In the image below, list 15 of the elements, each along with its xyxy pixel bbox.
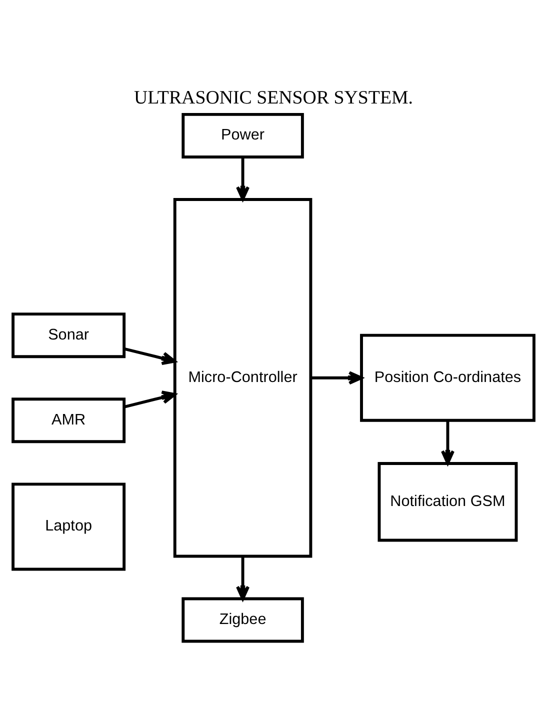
node-box: AMR [12,397,126,443]
node-box: Position Co-ordinates [360,333,536,422]
diagram-title: ULTRASONIC SENSOR SYSTEM. [134,87,414,108]
node-box: Notification GSM [378,462,518,542]
node-box: Laptop [12,482,126,570]
arrow [124,390,176,408]
node-box: Sonar [12,312,126,358]
node-box: Micro-Controller [173,198,312,558]
arrow [310,370,363,384]
arrow [440,420,455,464]
arrow [124,346,176,365]
node-box: Power [182,112,304,158]
arrow [236,156,250,200]
node-box: Zigbee [182,596,304,642]
arrow [236,556,250,600]
